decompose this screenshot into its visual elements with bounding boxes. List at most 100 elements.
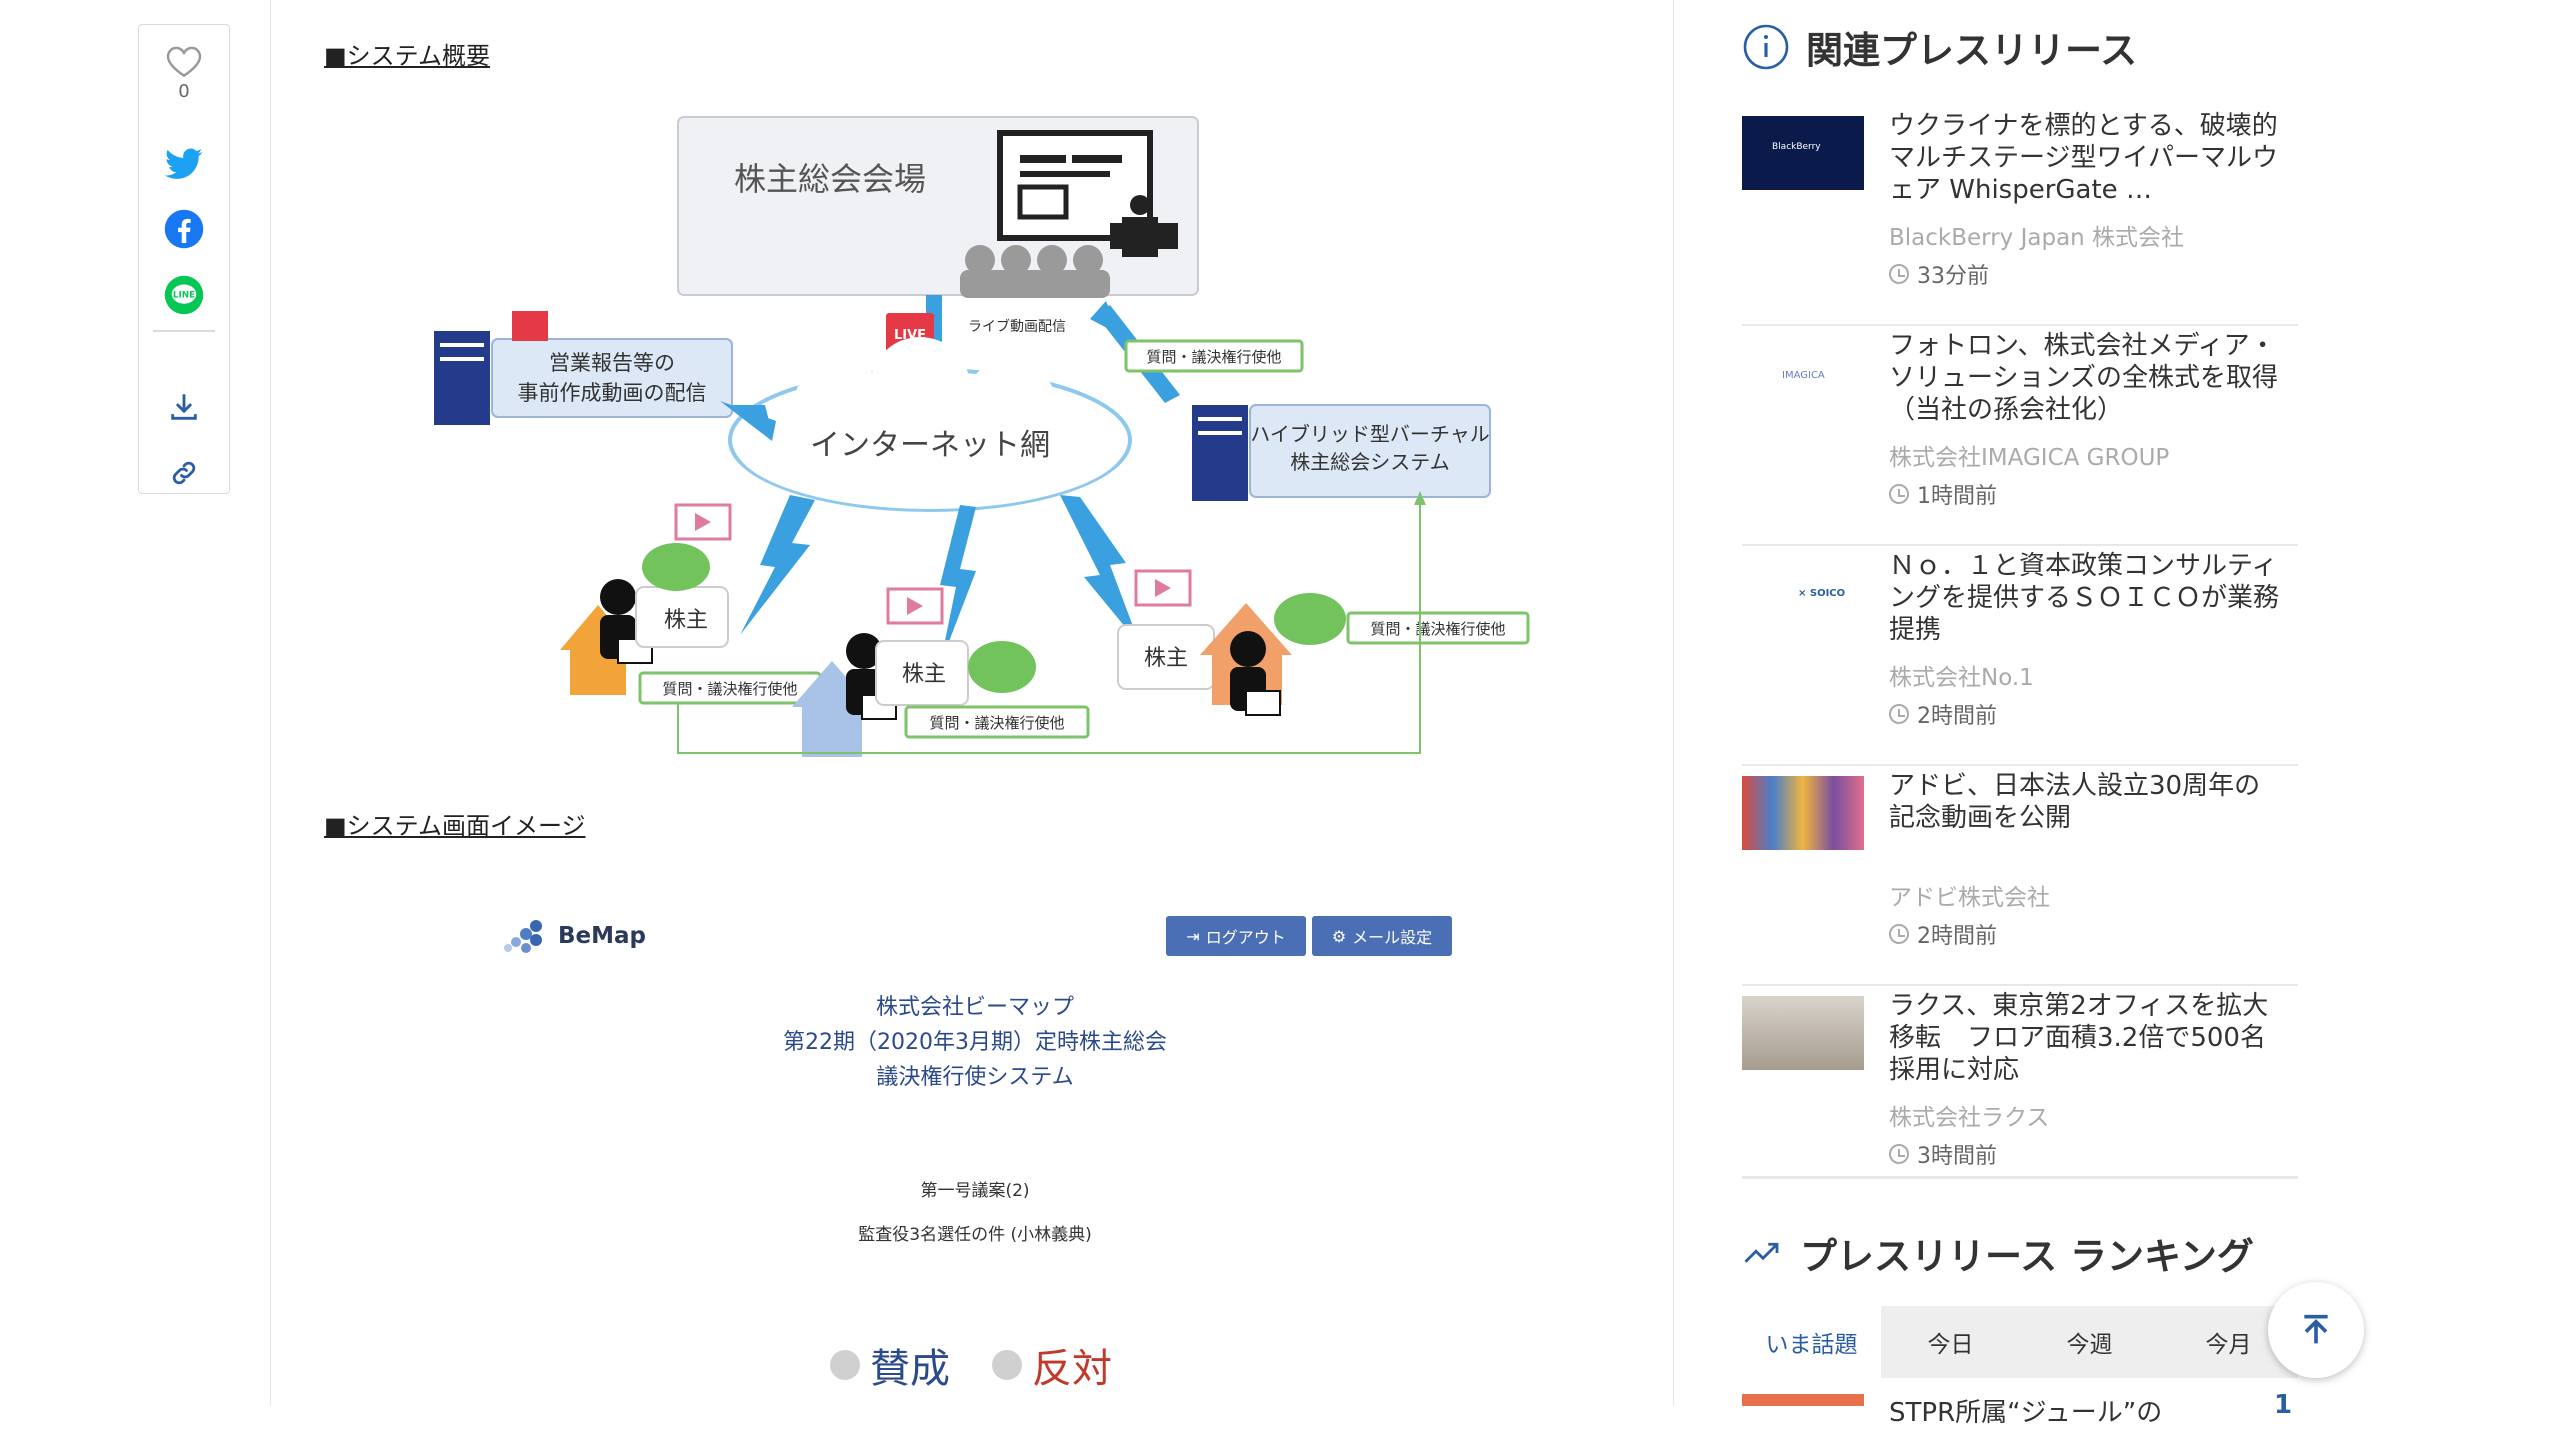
bemap-logo-icon [504, 920, 542, 953]
related-company: アドビ株式会社 [1889, 885, 2050, 911]
scroll-to-top-button[interactable] [2268, 1282, 2364, 1378]
heading-system-screen: ■システム画面イメージ [324, 812, 586, 840]
svg-text:質問・議決権行使他: 質問・議決権行使他 [929, 714, 1064, 732]
svg-text:質問・議決権行使他: 質問・議決権行使他 [1146, 348, 1281, 366]
svg-text:株主: 株主 [664, 608, 708, 633]
clock-icon [1889, 484, 1909, 504]
ranking-title: プレスリリース ランキング [1742, 1226, 2254, 1280]
logout-icon: ⇥ [1186, 926, 1200, 946]
line-icon: LINE [164, 275, 204, 315]
related-thumb: BlackBerry [1742, 116, 1864, 190]
heart-icon [166, 46, 202, 78]
related-item[interactable]: IMAGICA フォトロン、株式会社メディア・ソリューションズの全株式を取得（当… [1742, 330, 2298, 546]
related-time: 33分前 [1889, 258, 1989, 290]
related-thumb: × SOICO [1742, 556, 1864, 630]
twitter-share-button[interactable] [139, 143, 229, 187]
audience-icon [960, 245, 1110, 298]
proposal-detail: 監査役3名選任の件 (小林義典) [858, 1225, 1092, 1245]
related-thumb: IMAGICA [1742, 336, 1864, 410]
svg-text:ハイブリッド型バーチャル: ハイブリッド型バーチャル [1250, 422, 1489, 446]
related-company: 株式会社No.1 [1889, 665, 2034, 691]
internet-label: インターネット網 [810, 428, 1050, 463]
related-item[interactable]: アドビ、日本法人設立30周年の記念動画を公開 アドビ株式会社 2時間前 [1742, 770, 2298, 986]
right-server-icon [1192, 405, 1248, 501]
approve-option[interactable]: 賛成 [830, 1336, 950, 1394]
related-item[interactable]: BlackBerry ウクライナを標的とする、破壊的マルチステージ型ワイパーマル… [1742, 110, 2298, 326]
tab-trending[interactable]: いま話題 [1742, 1306, 1881, 1378]
copy-link-button[interactable] [139, 453, 229, 493]
related-time: 3時間前 [1889, 1138, 1997, 1170]
mail-settings-button[interactable]: ⚙ メール設定 [1312, 916, 1452, 956]
svg-text:株主総会システム: 株主総会システム [1290, 450, 1449, 474]
meeting-header: 株式会社ビーマップ 第22期（2020年3月期）定時株主総会 議決権行使システム [783, 995, 1167, 1090]
related-title[interactable]: ラクス、東京第2オフィスを拡大移転 フロア面積3.2倍で500名採用に対応 [1889, 991, 2269, 1085]
tab-today[interactable]: 今日 [1927, 1332, 1974, 1358]
related-press-title: 関連プレスリリース [1742, 20, 2137, 74]
ranking-number: 1 [2274, 1390, 2293, 1420]
presenter-icon [997, 130, 1178, 257]
related-time: 1時間前 [1889, 478, 1997, 510]
related-company: BlackBerry Japan 株式会社 [1889, 225, 2185, 251]
report-box [491, 338, 733, 418]
related-item[interactable]: × SOICO Ｎｏ．１と資本政策コンサルティングを提供するＳＯＩＣＯが業務提携… [1742, 550, 2298, 766]
system-screen-image: BeMap ⇥ ログアウト ⚙ メール設定 株式会社ビーマップ 第22期（202… [430, 896, 1520, 1406]
proposal-title: 第一号議案(2) [920, 1181, 1030, 1201]
download-button[interactable] [139, 387, 229, 427]
related-title[interactable]: アドビ、日本法人設立30周年の記念動画を公開 [1889, 771, 2261, 833]
svg-text:LINE: LINE [173, 291, 195, 301]
related-company: 株式会社ラクス [1889, 1105, 2050, 1131]
ranking-thumb [1742, 1394, 1864, 1406]
related-company: 株式会社IMAGICA GROUP [1889, 445, 2170, 471]
sidebar-divider [1742, 1176, 2298, 1179]
tab-this-week[interactable]: 今週 [2066, 1332, 2113, 1358]
line-share-button[interactable]: LINE [139, 273, 229, 317]
clock-icon [1889, 1144, 1909, 1164]
tab-this-month[interactable]: 今月 [2205, 1332, 2252, 1358]
radio-approve[interactable] [830, 1350, 860, 1380]
svg-text:事前作成動画の配信: 事前作成動画の配信 [518, 381, 707, 405]
related-title[interactable]: ウクライナを標的とする、破壊的マルチステージ型ワイパーマルウェア Whisper… [1889, 111, 2278, 205]
related-title[interactable]: フォトロン、株式会社メディア・ソリューションズの全株式を取得（当社の孫会社化） [1889, 331, 2278, 425]
share-divider [153, 330, 215, 332]
clock-icon [1889, 924, 1909, 944]
clock-icon [1889, 264, 1909, 284]
svg-text:株主: 株主 [1144, 646, 1188, 671]
share-bar: 0 LINE [138, 24, 230, 494]
oppose-option[interactable]: 反対 [992, 1336, 1112, 1394]
twitter-icon [165, 148, 203, 179]
related-thumb [1742, 996, 1864, 1070]
heading-system-overview: ■システム概要 [324, 42, 490, 70]
info-icon [1743, 24, 1789, 70]
bemap-logo: BeMap [500, 916, 646, 956]
svg-text:営業報告等の: 営業報告等の [549, 351, 675, 375]
like-count: 0 [178, 81, 190, 102]
related-thumb [1742, 776, 1864, 850]
svg-text:ライブ動画配信: ライブ動画配信 [968, 318, 1066, 335]
article-right-border [1673, 0, 1674, 1406]
system-overview-diagram: 株主総会会場 LIVE ライブ動画配信 インターネット網 営業報告等の 事前作成… [434, 116, 1530, 757]
facebook-icon [164, 209, 204, 249]
like-button[interactable] [139, 43, 229, 79]
hybrid-box [1249, 404, 1491, 498]
clock-icon [1889, 704, 1909, 724]
related-time: 2時間前 [1889, 698, 1997, 730]
svg-text:株主: 株主 [902, 662, 946, 687]
link-icon [172, 461, 196, 485]
arrow-up-icon [2304, 1314, 2328, 1344]
facebook-share-button[interactable] [139, 207, 229, 251]
radio-oppose[interactable] [992, 1350, 1022, 1380]
download-icon [171, 394, 197, 420]
gear-icon: ⚙ [1331, 926, 1347, 946]
venue-label: 株主総会会場 [734, 160, 926, 198]
trending-icon [1744, 1242, 1779, 1263]
logout-button[interactable]: ⇥ ログアウト [1166, 916, 1306, 956]
left-server-icon [434, 331, 490, 425]
article-left-border [270, 0, 271, 1406]
related-title[interactable]: Ｎｏ．１と資本政策コンサルティングを提供するＳＯＩＣＯが業務提携 [1889, 551, 2280, 645]
ranking-item-title[interactable]: STPR所属“ジュール”の [1889, 1398, 2163, 1428]
svg-text:質問・議決権行使他: 質問・議決権行使他 [662, 680, 797, 698]
related-time: 2時間前 [1889, 918, 1997, 950]
svg-text:質問・議決権行使他: 質問・議決権行使他 [1370, 620, 1505, 638]
ranking-tabs: いま話題 今日 今週 今月 [1742, 1306, 2298, 1378]
related-item[interactable]: ラクス、東京第2オフィスを拡大移転 フロア面積3.2倍で500名採用に対応 株式… [1742, 990, 2298, 1206]
